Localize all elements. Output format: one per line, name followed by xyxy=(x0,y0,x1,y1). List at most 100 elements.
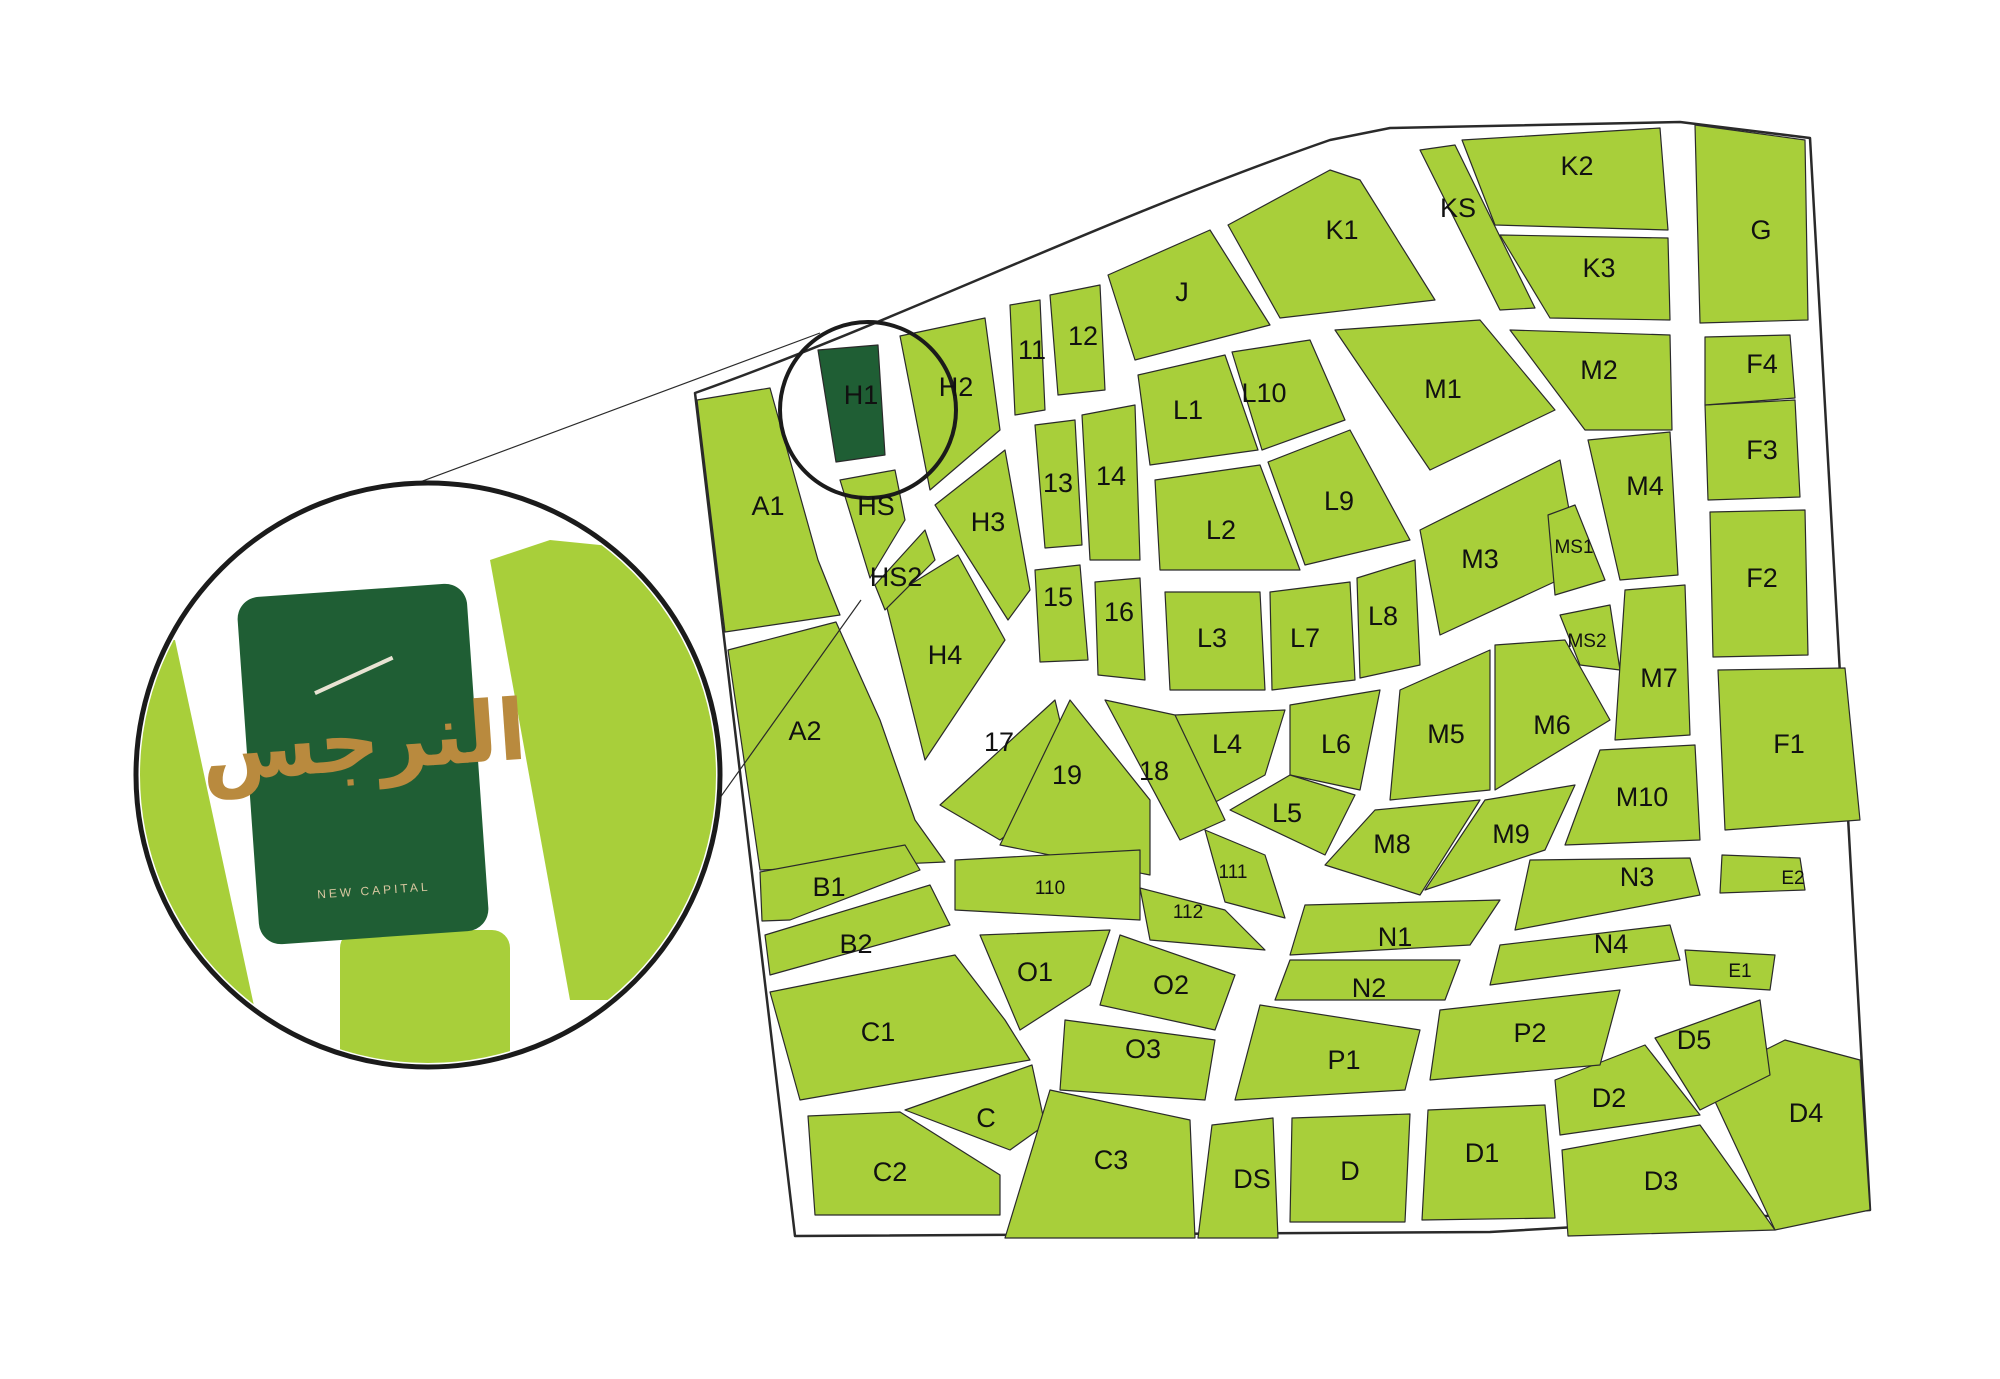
plot-H2[interactable] xyxy=(899,317,1001,491)
plot-M7[interactable] xyxy=(1614,584,1691,741)
plot-P1[interactable] xyxy=(1234,1004,1421,1101)
plot-H3[interactable] xyxy=(934,449,1031,621)
label-11: 11 xyxy=(1018,335,1046,365)
plot-C3[interactable] xyxy=(1004,1089,1196,1239)
plot-F3[interactable] xyxy=(1704,399,1801,501)
plot-12[interactable] xyxy=(1049,284,1106,396)
plot-L2[interactable] xyxy=(1154,464,1301,571)
plot-B1[interactable] xyxy=(759,844,921,922)
label-A2: A2 xyxy=(788,716,821,746)
plot-L5[interactable] xyxy=(1229,774,1356,856)
label-F3: F3 xyxy=(1746,435,1778,465)
plot-L7[interactable] xyxy=(1269,581,1356,691)
label-L1: L1 xyxy=(1173,395,1203,425)
plot-L8[interactable] xyxy=(1356,559,1421,679)
label-M1: M1 xyxy=(1424,374,1462,404)
plot-J[interactable] xyxy=(1107,229,1271,361)
label-DS: DS xyxy=(1233,1164,1271,1194)
plot-K3[interactable] xyxy=(1499,234,1671,321)
plot-KS[interactable] xyxy=(1419,144,1536,311)
plot-M9[interactable] xyxy=(1424,784,1576,891)
label-E2: E2 xyxy=(1781,868,1804,889)
plot-M8[interactable] xyxy=(1324,799,1481,896)
label-D5: D5 xyxy=(1677,1025,1712,1055)
plot-HS2[interactable] xyxy=(874,529,936,611)
label-L4: L4 xyxy=(1212,729,1242,759)
label-19: 19 xyxy=(1052,760,1082,790)
label-M8: M8 xyxy=(1373,829,1411,859)
label-F4: F4 xyxy=(1746,349,1778,379)
plot-D2[interactable] xyxy=(1554,1044,1701,1136)
plot-O3[interactable] xyxy=(1059,1019,1216,1101)
plot-N1[interactable] xyxy=(1289,899,1501,956)
plot-F1[interactable] xyxy=(1717,667,1861,831)
plot-L6[interactable] xyxy=(1289,689,1381,791)
plot-L1[interactable] xyxy=(1137,354,1259,466)
plot-F4[interactable] xyxy=(1704,334,1796,406)
plot-N2[interactable] xyxy=(1274,959,1461,1001)
plot-D1[interactable] xyxy=(1421,1104,1556,1221)
label-K3: K3 xyxy=(1582,253,1615,283)
plot-112[interactable] xyxy=(1139,887,1266,951)
plot-110[interactable] xyxy=(954,849,1141,921)
plot-16[interactable] xyxy=(1094,577,1146,681)
zoom-plot-left xyxy=(140,640,270,1063)
plot-E1[interactable] xyxy=(1684,949,1776,991)
plot-111[interactable] xyxy=(1204,829,1286,919)
label-KS: KS xyxy=(1440,193,1476,223)
plot-L9[interactable] xyxy=(1267,429,1411,566)
label-D1: D1 xyxy=(1465,1138,1500,1168)
label-C1: C1 xyxy=(861,1017,896,1047)
plot-D5[interactable] xyxy=(1654,999,1771,1111)
label-A1: A1 xyxy=(751,491,784,521)
plot-MS1[interactable] xyxy=(1547,504,1606,596)
plot-M5[interactable] xyxy=(1389,649,1491,801)
label-M7: M7 xyxy=(1640,663,1678,693)
plot-18[interactable] xyxy=(1104,699,1226,841)
label-M9: M9 xyxy=(1492,819,1530,849)
label-N2: N2 xyxy=(1352,973,1387,1003)
plot-M4[interactable] xyxy=(1587,431,1679,581)
plot-M10[interactable] xyxy=(1564,744,1701,846)
plot-M1[interactable] xyxy=(1334,319,1556,471)
plot-11[interactable] xyxy=(1009,299,1046,416)
label-110: 110 xyxy=(1035,878,1065,899)
plot-H4[interactable] xyxy=(884,554,1006,761)
plot-N3[interactable] xyxy=(1514,857,1701,931)
plot-C2[interactable] xyxy=(807,1111,1001,1216)
label-L7: L7 xyxy=(1290,623,1320,653)
plot-B2[interactable] xyxy=(764,884,951,976)
plot-O1[interactable] xyxy=(979,929,1111,1031)
plot-F2[interactable] xyxy=(1709,509,1809,658)
plot-N4[interactable] xyxy=(1489,924,1681,986)
label-112: 112 xyxy=(1173,902,1203,923)
label-O3: O3 xyxy=(1125,1034,1161,1064)
plot-G[interactable] xyxy=(1694,124,1809,324)
plot-C1[interactable] xyxy=(769,954,1031,1101)
plot-H1[interactable] xyxy=(817,344,886,463)
plot-13[interactable] xyxy=(1034,419,1083,549)
plot-A2[interactable] xyxy=(727,621,946,871)
plot-O2[interactable] xyxy=(1099,934,1236,1031)
plot-K1[interactable] xyxy=(1227,169,1436,319)
label-HS: HS xyxy=(857,491,895,521)
plot-15[interactable] xyxy=(1034,564,1089,663)
label-J: J xyxy=(1175,277,1189,307)
plot-E2[interactable] xyxy=(1719,854,1806,894)
plot-L10[interactable] xyxy=(1231,339,1346,451)
label-L2: L2 xyxy=(1206,515,1236,545)
label-17: 17 xyxy=(984,727,1014,757)
plot-P2[interactable] xyxy=(1429,989,1621,1081)
plot-K2[interactable] xyxy=(1461,127,1669,231)
plot-DS[interactable] xyxy=(1197,1117,1279,1239)
plot-D[interactable] xyxy=(1289,1113,1411,1223)
plot-L3[interactable] xyxy=(1164,591,1266,691)
plot-14[interactable] xyxy=(1081,404,1141,561)
label-L10: L10 xyxy=(1241,378,1286,408)
label-111: 111 xyxy=(1219,862,1248,883)
plot-M2[interactable] xyxy=(1509,329,1673,431)
plot-M6[interactable] xyxy=(1494,639,1611,791)
label-B1: B1 xyxy=(812,872,845,902)
logo-emblem: النرجس NEW CAPITAL xyxy=(197,655,530,901)
plot-A1[interactable] xyxy=(696,387,841,633)
